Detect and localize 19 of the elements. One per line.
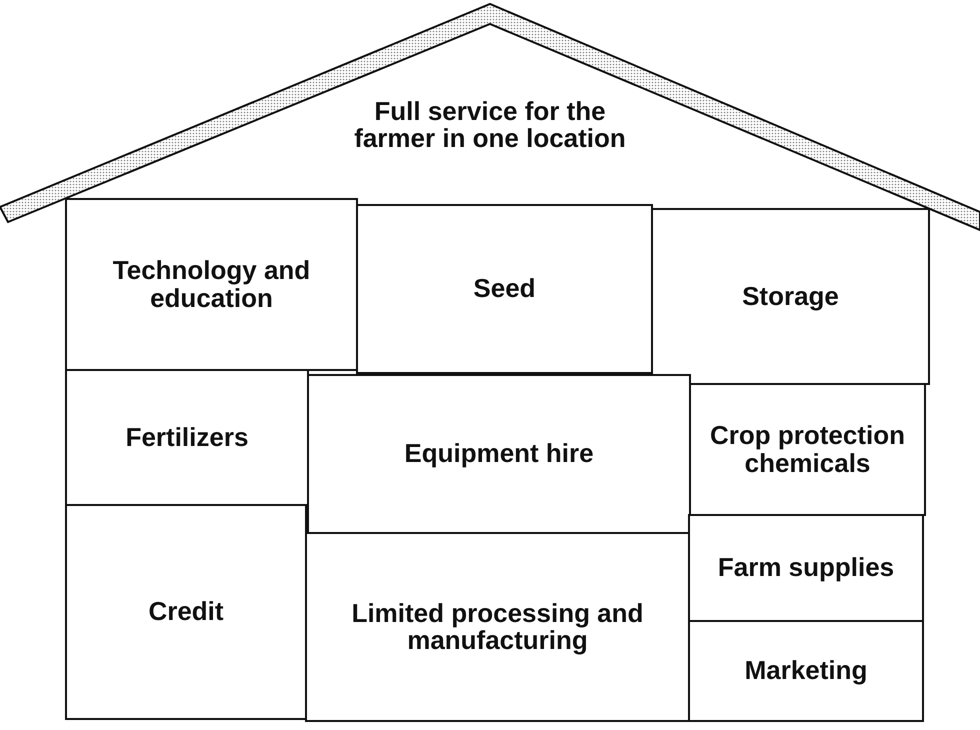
service-cell bbox=[65, 198, 358, 371]
cell-label: Equipment hire bbox=[404, 440, 594, 468]
cell-label: Limited processing and manufacturing bbox=[350, 600, 644, 654]
service-cell bbox=[651, 208, 930, 385]
service-cell bbox=[688, 514, 924, 622]
cell-label: Seed bbox=[473, 275, 536, 303]
cell-label: Storage bbox=[742, 282, 839, 310]
cell-label: Marketing bbox=[744, 657, 868, 685]
cell-label: Farm supplies bbox=[718, 554, 894, 582]
cell-label: Credit bbox=[148, 598, 224, 626]
service-cell bbox=[65, 369, 309, 506]
service-cell bbox=[307, 374, 691, 534]
service-cell bbox=[65, 504, 307, 720]
cell-label: Technology and education bbox=[112, 257, 312, 312]
cell-label: Full service for the farmer in one location bbox=[353, 98, 627, 153]
cell-label: Crop protection chemicals bbox=[709, 422, 906, 477]
service-cell bbox=[688, 620, 924, 722]
cell-label: Fertilizers bbox=[126, 424, 248, 452]
service-cell bbox=[356, 204, 653, 374]
